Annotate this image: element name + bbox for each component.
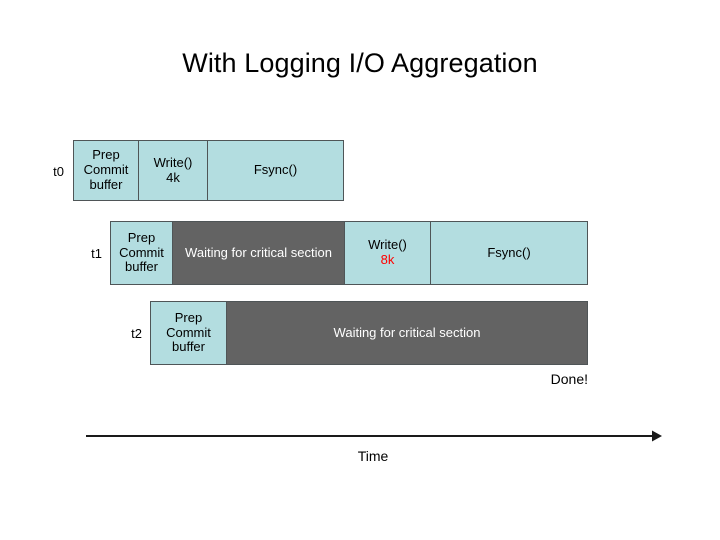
- timeline-row-label-t2: t2: [131, 326, 142, 341]
- segment-t0-write: Write() 4k: [138, 140, 208, 201]
- segment-text-line: Commit: [119, 244, 164, 260]
- segment-text-line: Prep: [92, 147, 120, 163]
- segment-t1-write: Write() 8k: [344, 221, 431, 285]
- segment-text-line: Waiting for critical section: [185, 244, 332, 260]
- done-label: Done!: [550, 371, 588, 387]
- segment-t0-prep-commit-buffer: Prep Commit buffer: [73, 140, 139, 201]
- timeline-row-t1: Prep Commit buffer Waiting for critical …: [110, 221, 588, 285]
- segment-text-line: Fsync(): [487, 244, 531, 260]
- timeline-row-t0: Prep Commit buffer Write() 4k Fsync(): [73, 140, 344, 201]
- segment-text-line: buffer: [171, 339, 205, 355]
- page-title: With Logging I/O Aggregation: [182, 48, 538, 78]
- segment-text-line: Commit: [83, 162, 129, 178]
- segment-text-line: buffer: [124, 259, 158, 275]
- timeline-row-t2: Prep Commit buffer Waiting for critical …: [150, 301, 588, 365]
- segment-t1-fsync: Fsync(): [430, 221, 588, 285]
- segment-text-line-highlight: 8k: [380, 252, 395, 267]
- timeline-row-label-t1: t1: [91, 246, 102, 261]
- segment-text-line: buffer: [89, 176, 123, 192]
- segment-text-line: Prep: [174, 309, 203, 325]
- segment-text-line: Fsync(): [253, 162, 298, 178]
- time-axis-arrow-icon: [86, 428, 662, 452]
- segment-t1-prep-commit-buffer: Prep Commit buffer: [110, 221, 173, 285]
- segment-t0-fsync: Fsync(): [207, 140, 344, 201]
- segment-text-line: Waiting for critical section: [333, 324, 481, 340]
- segment-t2-prep-commit-buffer: Prep Commit buffer: [150, 301, 227, 365]
- segment-t2-waiting-for-critical-section: Waiting for critical section: [226, 301, 588, 365]
- segment-text-line: Write(): [368, 237, 407, 253]
- segment-text-line: Write(): [153, 154, 193, 170]
- segment-text-line: 4k: [166, 169, 180, 185]
- timeline-row-label-t0: t0: [53, 164, 64, 179]
- time-axis-label: Time: [357, 448, 389, 464]
- segment-text-line: Commit: [166, 324, 211, 340]
- segment-text-line: Prep: [127, 229, 156, 245]
- segment-t1-waiting-for-critical-section: Waiting for critical section: [172, 221, 345, 285]
